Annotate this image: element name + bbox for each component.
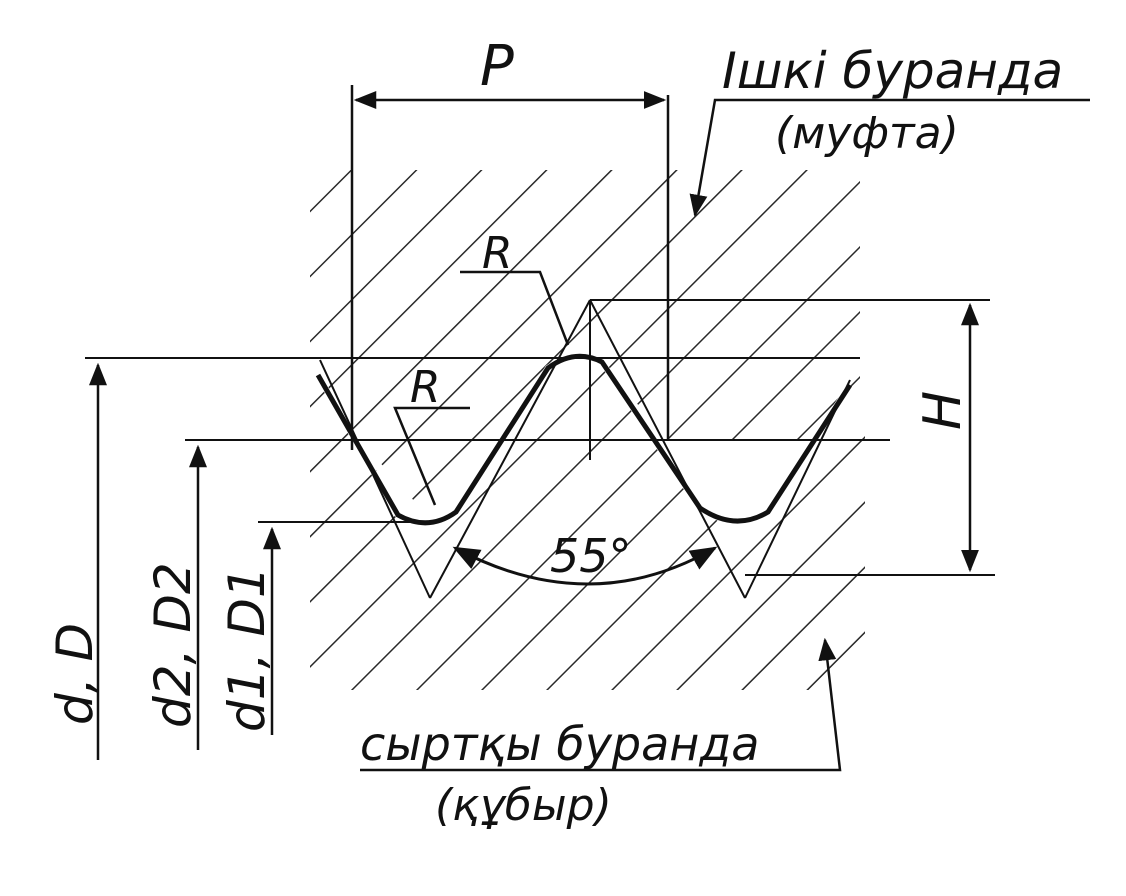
external-thread-part-label: (құбыр)	[435, 780, 612, 831]
external-thread-label: сыртқы буранда	[360, 717, 759, 771]
external-thread-body	[310, 353, 865, 690]
pitch-dimension	[350, 85, 670, 450]
angle-label: 55°	[550, 529, 632, 583]
radius-top-label: R	[482, 228, 513, 279]
internal-thread-leader	[689, 98, 1090, 218]
major-diameter-label: d, D	[46, 623, 104, 725]
radius-leaders	[393, 270, 570, 506]
angle-arc	[452, 546, 718, 586]
internal-thread-label: Ішкі буранда	[722, 42, 1063, 100]
radius-bottom-label: R	[410, 362, 441, 413]
pitch-label: P	[480, 34, 514, 99]
external-thread-leader	[360, 637, 842, 772]
diameter-dimensions	[89, 362, 281, 760]
reference-lines	[85, 299, 995, 576]
height-label: H	[913, 391, 973, 430]
internal-thread-part-label: (муфта)	[775, 108, 959, 159]
minor-diameter-label: d1, D1	[218, 566, 276, 732]
pitch-diameter-label: d2, D2	[144, 562, 202, 728]
